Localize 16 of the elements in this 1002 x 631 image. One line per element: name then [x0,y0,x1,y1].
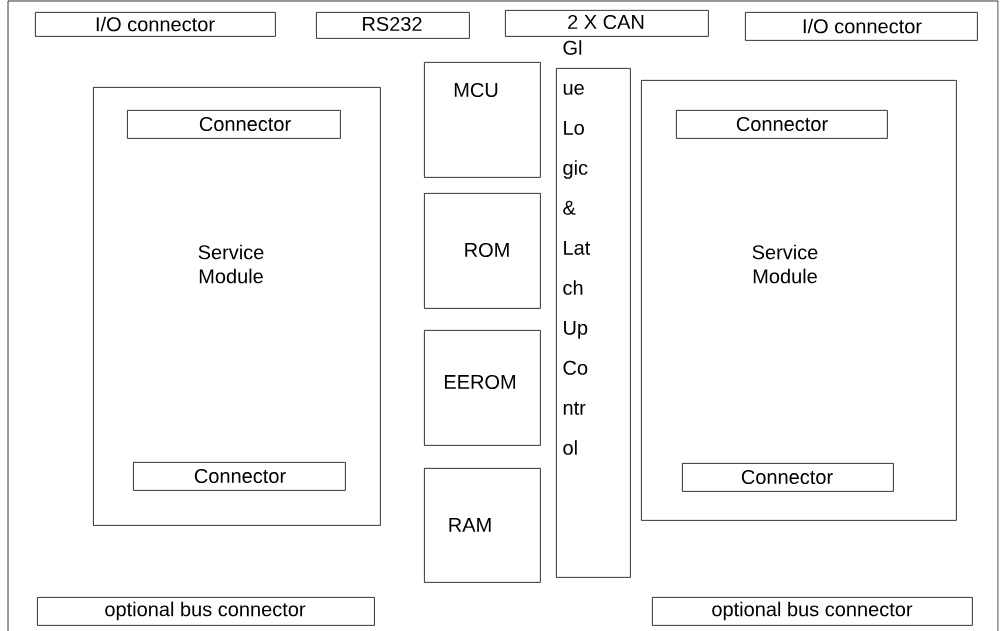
connector-box: I/O connector [745,12,978,41]
connector-box: Connector [676,110,888,139]
connector-box: Connector [127,110,341,139]
module-box: ROM [424,193,541,309]
connector-box: Connector [133,462,346,491]
module-box: RAM [424,468,541,583]
module-box: MCU [424,62,541,178]
connector-box: I/O connector [35,12,276,37]
connector-box: optional bus connector [652,597,973,626]
connector-box: RS232 [316,12,470,39]
connector-box: 2 X CAN [505,10,709,37]
connector-box: optional bus connector [37,597,375,626]
module-box: Gl ue Lo gic & Lat ch Up Co ntr ol [556,40,631,578]
node-label: Gl [563,40,582,55]
connector-box: Connector [682,463,894,492]
module-box: EEROM [424,330,541,446]
